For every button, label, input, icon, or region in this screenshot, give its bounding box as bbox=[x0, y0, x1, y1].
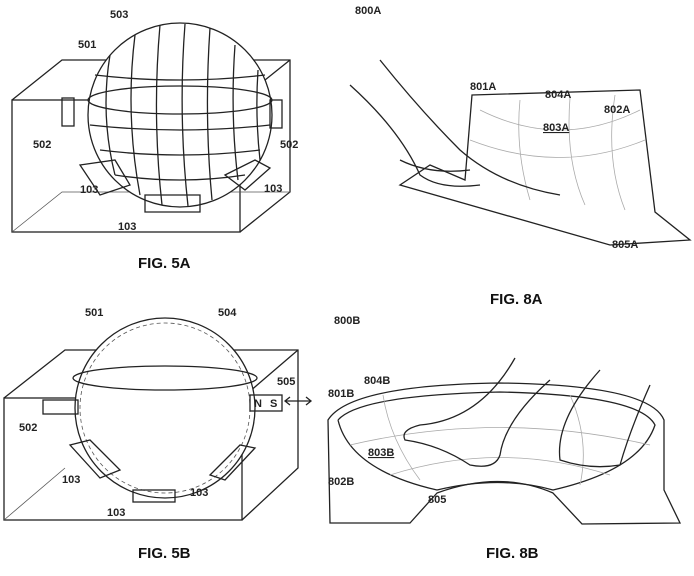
label-800b: 800B bbox=[334, 315, 360, 327]
caption-fig-5a: FIG. 5A bbox=[138, 255, 191, 272]
figure-8b: 800B 804B 801B 803B 802B 805 FIG. 8B bbox=[327, 315, 682, 562]
label-502-left: 502 bbox=[33, 139, 51, 151]
label-803a: 803A bbox=[543, 122, 569, 134]
label-805: 805 bbox=[428, 494, 446, 506]
label-504: 504 bbox=[218, 307, 237, 319]
label-804a: 804A bbox=[545, 89, 571, 101]
actuators-103 bbox=[78, 159, 272, 213]
label-501: 501 bbox=[85, 307, 103, 319]
label-802b: 802B bbox=[328, 476, 354, 488]
caption-fig-8b: FIG. 8B bbox=[486, 545, 539, 562]
double-arrow-icon bbox=[283, 396, 313, 406]
label-103-right: 103 bbox=[264, 183, 282, 195]
coil-502 bbox=[42, 399, 79, 415]
label-north: N bbox=[254, 398, 262, 410]
label-503: 503 bbox=[110, 9, 128, 21]
label-803b: 803B bbox=[368, 447, 394, 459]
label-800a: 800A bbox=[355, 5, 381, 17]
label-502: 502 bbox=[19, 422, 37, 434]
caption-fig-8a: FIG. 8A bbox=[490, 291, 543, 308]
label-502-right: 502 bbox=[280, 139, 298, 151]
label-804b: 804B bbox=[364, 375, 390, 387]
smooth-sphere bbox=[72, 317, 258, 499]
label-501: 501 bbox=[78, 39, 96, 51]
label-103-left: 103 bbox=[80, 184, 98, 196]
label-103-front: 103 bbox=[107, 507, 125, 519]
figure-5b: N S 501 504 505 502 103 103 103 FIG. 5B bbox=[3, 307, 313, 562]
label-802a: 802A bbox=[604, 104, 630, 116]
caption-fig-5b: FIG. 5B bbox=[138, 545, 191, 562]
figure-8a: 800A 801A 804A 802A 803A 805A FIG. 8A bbox=[349, 5, 692, 308]
label-801b: 801B bbox=[328, 388, 354, 400]
label-505: 505 bbox=[277, 376, 295, 388]
label-103-left: 103 bbox=[62, 474, 80, 486]
figure-5a: 503 501 502 502 103 103 103 FIG. 5A bbox=[11, 9, 298, 272]
label-103-right: 103 bbox=[190, 487, 208, 499]
actuators-103 bbox=[68, 439, 257, 503]
label-801a: 801A bbox=[470, 81, 496, 93]
label-south: S bbox=[270, 398, 277, 410]
magnet-505: N S bbox=[249, 394, 313, 412]
coils-502 bbox=[61, 97, 283, 129]
label-805a: 805A bbox=[612, 239, 638, 251]
label-103-front: 103 bbox=[118, 221, 136, 233]
ribbed-sphere bbox=[87, 22, 273, 208]
